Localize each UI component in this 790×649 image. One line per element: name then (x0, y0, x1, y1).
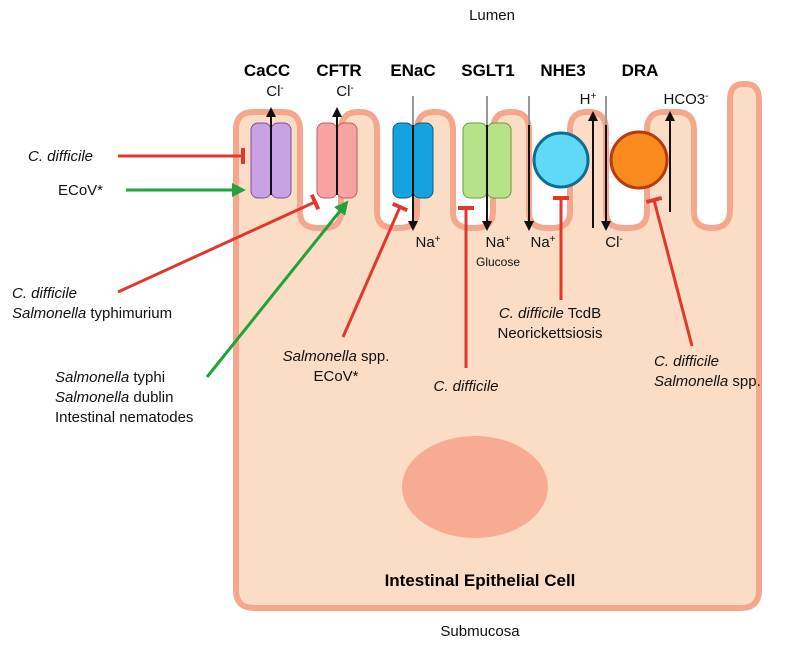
sglt1-inhibitor-label: C. difficile (433, 378, 498, 395)
dra-in-ion-label: Cl- (605, 234, 623, 252)
cacc-ion-label: Cl- (266, 83, 284, 101)
cftr-activation-arrow (205, 200, 349, 378)
dra-inhibitor-label-1: C. difficile (654, 353, 719, 370)
lumen-label: Lumen (469, 7, 515, 24)
cftr-ion-label: Cl- (336, 83, 354, 101)
cftr-activator-label-3: Intestinal nematodes (55, 409, 193, 426)
sglt1-ion-label: Na+ (485, 234, 510, 252)
enac-inhibitor-label-2: ECoV* (313, 368, 358, 385)
dra-inhibitor-label-2: Salmonella spp. (654, 373, 761, 390)
channel-name-sglt1: SGLT1 (461, 61, 515, 80)
cftr-inhibitor-label-1: C. difficile (12, 285, 77, 302)
cacc-channel (250, 107, 292, 199)
cell-title: Intestinal Epithelial Cell (385, 571, 576, 590)
nhe3-exchanger (524, 96, 598, 231)
sglt1-cotransport-label: Glucose (476, 255, 520, 269)
nucleus (402, 436, 548, 538)
nhe3-inhibitor-label-1: C. difficile TcdB (499, 305, 601, 322)
channel-name-cacc: CaCC (244, 61, 290, 80)
channel-name-cftr: CFTR (316, 61, 361, 80)
enac-ion-label: Na+ (415, 234, 440, 252)
enac-inhibition-line (341, 201, 409, 338)
nhe3-inhibitor-label-2: Neorickettsiosis (497, 325, 602, 342)
cftr-activator-label-2: Salmonella dublin (55, 389, 173, 406)
nhe3-in-ion-label: Na+ (530, 234, 555, 252)
nhe3-out-ion-label: H+ (580, 91, 597, 109)
cftr-inhibitor-label-2: Salmonella typhimurium (12, 305, 172, 322)
cacc-activator-label: ECoV* (58, 182, 103, 199)
cftr-inhibition-line (117, 193, 321, 294)
cacc-inhibitor-label: C. difficile (28, 148, 93, 165)
submucosa-label: Submucosa (440, 623, 520, 640)
enac-inhibitor-label-1: Salmonella spp. (283, 348, 390, 365)
dra-exchanger (601, 96, 675, 231)
channel-name-nhe3: NHE3 (540, 61, 585, 80)
dra-out-ion-label: HCO3- (663, 91, 708, 109)
dra-inhibition-line (645, 196, 694, 347)
channel-name-dra: DRA (622, 61, 659, 80)
sglt1-channel (462, 96, 512, 231)
cftr-activator-label-1: Salmonella typhi (55, 369, 165, 386)
enac-channel (392, 96, 434, 231)
cftr-channel (316, 107, 358, 199)
channel-name-enac: ENaC (390, 61, 435, 80)
